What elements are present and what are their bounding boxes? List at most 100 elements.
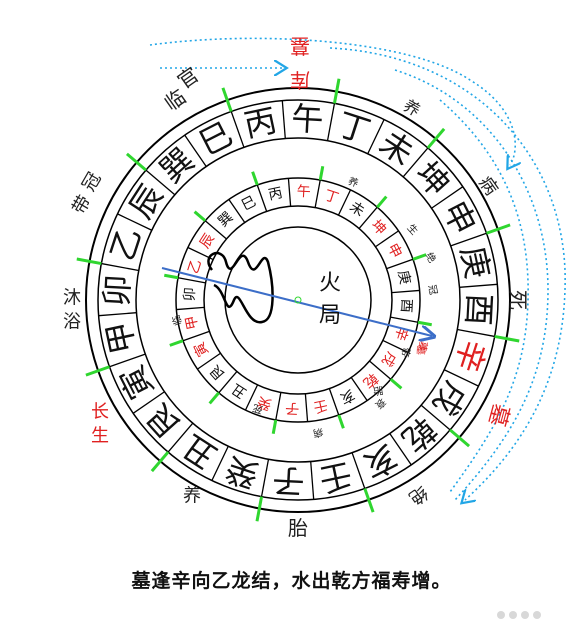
inner-ring-letter-edge [203,205,393,395]
inner-stage-label: 养 [347,174,361,189]
center-dot [294,296,302,304]
inner-divider [369,360,392,380]
inner-ring-char: 丑 [229,380,249,401]
compass-rings [85,87,511,513]
outer-ring-char: 甲 [99,318,143,357]
outer-stage-label: 库 [290,68,310,92]
inner-divider [256,184,268,212]
inner-ring-char: 申 [384,241,405,261]
inner-stage-label: 绝 [423,250,439,265]
inner-stage-label: 墓 [414,345,427,355]
outer-divider [389,433,412,466]
outer-ring-outer-edge [85,87,511,513]
inner-ring-char: 午 [296,184,311,201]
outer-divider [351,452,366,489]
outer-green-tick [332,78,341,104]
outer-divider [260,459,270,497]
inner-core-edge [224,226,372,374]
inner-green-tick [318,166,325,181]
inner-ring-characters: 丙午丁未坤申庚酉辛戌乾亥壬子癸丑艮寅甲卯乙辰巽巳 [182,184,414,416]
outer-ring-char: 子 [272,461,306,501]
inner-ring-char: 辰 [197,231,218,251]
outer-green-tick [363,488,375,513]
inner-stage-label: 冠 [426,284,440,296]
outer-green-tick [221,87,233,112]
outer-divider [98,312,137,317]
outer-divider [431,186,464,209]
inner-ring-char: 乙 [186,257,206,275]
outer-ring-letter-edge [135,137,461,463]
inner-divider [176,306,205,311]
inner-divider [197,352,221,370]
inner-ring-char: 壬 [312,396,329,415]
outer-divider [367,119,385,155]
outer-green-tick [85,365,110,377]
inner-ring-char: 坤 [368,217,389,238]
outer-green-ticks [76,78,520,522]
outer-ring-char: 壬 [316,455,355,499]
inner-stage-label: 临 [169,313,185,327]
inner-ring-char: 庚 [394,269,413,286]
outer-green-tick [150,451,170,473]
outer-ring-char: 午 [290,99,324,139]
inner-green-tick [193,210,207,222]
inner-stage-label: 墓 [416,340,431,352]
inner-divider [337,189,352,216]
inner-ring-outer-edge [175,177,421,423]
inner-stage-label: 死 [252,401,265,415]
inner-divider [386,258,414,270]
inner-divider [204,220,227,240]
outer-stage-label: 冠 [78,169,105,195]
inner-ring-char: 戌 [378,349,399,369]
inner-green-tick [337,414,345,429]
outer-divider [230,111,245,148]
outer-stage-label: 胎 [288,516,308,540]
inner-divider [228,199,246,223]
inner-divider [287,178,292,207]
outer-stage-label: 病 [474,173,502,200]
outer-ring-char: 亥 [357,437,403,485]
outer-divider [450,232,487,247]
inner-divider [375,230,399,248]
outer-divider [132,391,165,414]
outer-ring-char: 丙 [241,101,280,145]
outer-stage-label: 墓 [483,401,513,429]
caption-verse: 墓逢辛向乙龙结，水出乾方福寿增。 [131,570,452,592]
outer-green-tick [486,223,511,235]
outer-green-tick [76,257,102,266]
inner-ring-char: 亥 [337,386,357,407]
outer-green-tick [449,428,471,448]
outer-ring-char: 巳 [193,115,239,163]
water-line-top [149,37,515,165]
inner-green-tick [412,253,427,261]
inner-divider [304,393,309,422]
center-label-ju: 局 [319,303,341,328]
outer-green-tick [255,496,264,522]
outer-stage-label: 养 [183,486,201,507]
outer-divider [167,422,194,453]
outer-divider [326,103,336,141]
outer-divider [281,100,286,139]
inner-green-tick [164,273,179,280]
outer-divider [459,283,498,288]
inner-ring-char: 子 [285,399,300,416]
inner-divider [314,179,321,208]
inner-ring-char: 癸 [255,393,273,413]
outer-green-tick [426,127,446,149]
inner-green-tick [417,320,432,327]
inner-stage-label: 胎 [372,384,384,399]
inner-ring-char: 酉 [397,298,414,313]
dragon-zigzag [207,251,274,324]
outer-stage-label: 浴 [63,312,81,333]
inner-divider [350,377,368,401]
inner-ring-char: 丁 [322,188,340,208]
inner-green-ticks [164,166,432,434]
direction-arrow [161,267,432,336]
outer-ring-char: 卯 [97,274,137,308]
outer-stage-label: 带 [68,192,95,218]
outer-divider [117,213,153,231]
inner-green-tick [376,195,388,209]
inner-ring-char: 巽 [215,209,236,230]
